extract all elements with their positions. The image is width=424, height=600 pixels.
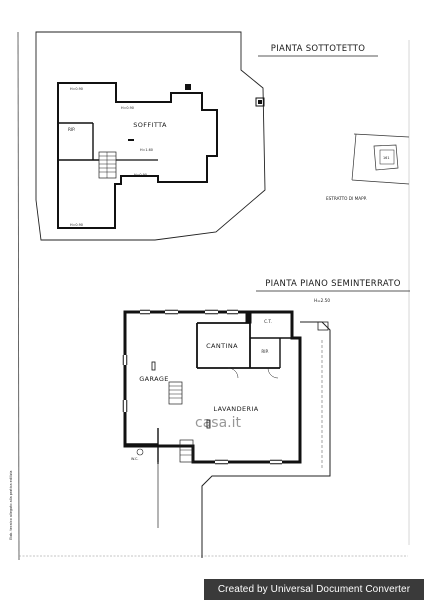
toilet-icon (136, 448, 144, 456)
attic-plan: PIANTA SOTTOTETTO SOFFITTA RIP. H=0.90 H… (35, 31, 378, 241)
chimney-icon (185, 84, 191, 90)
annex-pillar (317, 321, 329, 331)
basement-room-ct: C.T. (264, 319, 272, 324)
side-note: Elab. tecnico allegato alla pratica edil… (9, 470, 13, 540)
basement-room-cantina: CANTINA (206, 342, 238, 350)
basement-height: H=2.50 (314, 298, 330, 303)
attic-height-label: H=0.90 (70, 87, 83, 91)
door-swing-icon (267, 367, 279, 379)
cadastral-excerpt: 161 ESTRATTO DI MAPP. (326, 133, 410, 201)
cadastral-map (351, 133, 410, 185)
attic-roof-outline (35, 31, 266, 241)
attic-height-label: H=0.90 (134, 173, 147, 177)
basement-room-garage: GARAGE (139, 375, 169, 383)
attic-rooms-outline (57, 82, 218, 229)
column-icon (206, 419, 211, 429)
cadastral-parcel-fill (379, 149, 395, 165)
converter-footer-banner: Created by Universal Document Converter (204, 579, 424, 600)
chimney-icon (255, 97, 265, 107)
door-swing-icon (227, 367, 239, 379)
basement-stair-icon (168, 381, 194, 463)
attic-room-soffitta: SOFFITTA (133, 121, 167, 129)
basement-plan-title: PIANTA PIANO SEMINTERRATO (265, 279, 401, 289)
attic-height-label: H=1.60 (140, 148, 153, 152)
attic-plan-title: PIANTA SOTTOTETTO (271, 44, 365, 54)
basement-room-wc: W.C. (131, 457, 139, 461)
attic-stair-icon (98, 151, 117, 179)
cadastral-parcel-number: 161 (383, 156, 389, 160)
window-marks (122, 309, 282, 465)
column-icon (151, 361, 156, 371)
cadastral-title: ESTRATTO DI MAPP. (326, 196, 367, 201)
window-marks (124, 311, 282, 463)
attic-height-label: H=0.90 (121, 106, 134, 110)
basement-annex-outline (201, 321, 331, 558)
basement-room-lavanderia: LAVANDERIA (213, 405, 258, 413)
chimney-icon (258, 100, 262, 104)
skylight-icon (128, 139, 134, 141)
casa-it-watermark: casa.it (195, 415, 241, 431)
attic-height-label: H=0.90 (70, 223, 83, 227)
basement-room-rip: RIP. (261, 349, 268, 354)
basement-plan: PIANTA PIANO SEMINTERRATO H=2.50 (122, 279, 410, 558)
page-left-border (17, 31, 20, 561)
basement-outer-walls (123, 310, 302, 464)
attic-room-rip: RIP. (68, 127, 75, 132)
